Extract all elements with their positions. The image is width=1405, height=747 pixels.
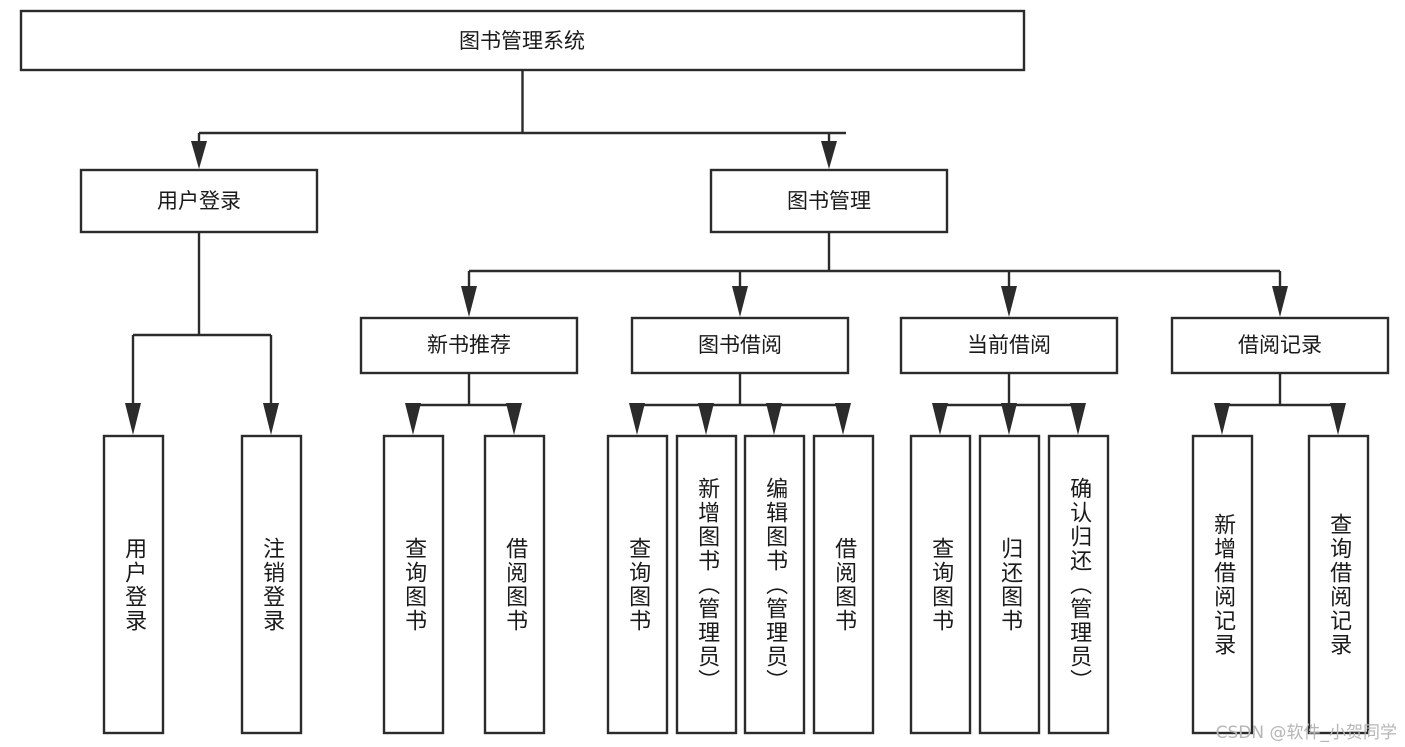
connector-group-book-management: [461, 232, 1288, 317]
connector-group-borrow-record: [1214, 373, 1346, 435]
arrow-head-leaf-user-login: [125, 403, 141, 435]
arrow-head-user-login: [191, 141, 207, 169]
node-leaf-return-book-rect[interactable]: [978, 434, 1041, 735]
node-leaf-borrow-book-1-rect[interactable]: [483, 434, 546, 735]
arrow-head-leaf-borrow-book-2: [835, 403, 851, 435]
node-new-book-recommend-rect[interactable]: [359, 316, 579, 375]
arrow-head-leaf-logout: [263, 403, 279, 435]
node-new-book-recommend[interactable]: 新书推荐: [359, 316, 579, 375]
node-book-management-rect[interactable]: [709, 168, 949, 234]
arrow-head-leaf-add-book: [698, 403, 714, 435]
arrow-head-current-borrow: [1001, 286, 1017, 317]
node-book-borrow-label: 图书借阅: [698, 333, 782, 357]
node-leaf-confirm-return-rect[interactable]: [1047, 434, 1110, 735]
connector-group-root: [191, 70, 846, 169]
node-new-book-recommend-label: 新书推荐: [427, 333, 511, 357]
arrow-head-new-book-recommend: [461, 286, 477, 317]
node-book-borrow[interactable]: 图书借阅: [630, 316, 850, 375]
node-current-borrow[interactable]: 当前借阅: [899, 316, 1119, 375]
node-book-management-label: 图书管理: [787, 189, 871, 213]
node-leaf-borrow-book-2-rect[interactable]: [812, 434, 875, 735]
arrow-head-leaf-query-book-2: [629, 403, 645, 435]
node-leaf-logout-rect[interactable]: [240, 434, 303, 735]
node-book-management[interactable]: 图书管理: [709, 168, 949, 234]
node-current-borrow-rect[interactable]: [899, 316, 1119, 375]
connector-group-new-book-recommend: [405, 373, 522, 435]
node-root[interactable]: 图书管理系统: [19, 9, 1026, 72]
arrow-head-borrow-record: [1272, 286, 1288, 317]
arrow-head-leaf-confirm-return: [1070, 403, 1086, 435]
node-user-login[interactable]: 用户登录: [79, 168, 319, 234]
node-leaf-query-book-1-rect[interactable]: [382, 434, 445, 735]
node-root-label: 图书管理系统: [459, 29, 585, 53]
node-leaf-query-book-2-rect[interactable]: [606, 434, 669, 735]
node-leaf-query-record-rect[interactable]: [1307, 434, 1370, 735]
node-user-login-label: 用户登录: [157, 189, 241, 213]
node-user-login-rect[interactable]: [79, 168, 319, 234]
node-borrow-record-rect[interactable]: [1170, 316, 1390, 375]
node-leaf-query-book-3-rect[interactable]: [909, 434, 972, 735]
arrow-head-leaf-query-record: [1330, 403, 1346, 435]
arrow-head-book-management: [821, 141, 837, 169]
node-book-borrow-rect[interactable]: [630, 316, 850, 375]
connector-group-user-login: [125, 232, 279, 435]
node-current-borrow-label: 当前借阅: [967, 333, 1051, 357]
node-borrow-record[interactable]: 借阅记录: [1170, 316, 1390, 375]
arrow-head-leaf-query-book-3: [932, 403, 948, 435]
arrow-head-leaf-borrow-book-1: [506, 403, 522, 435]
node-leaf-user-login-rect[interactable]: [102, 434, 165, 735]
arrow-head-leaf-query-book-1: [405, 403, 421, 435]
arrow-head-leaf-edit-book: [766, 403, 782, 435]
arrow-head-book-borrow: [732, 286, 748, 317]
connector-group-current-borrow: [932, 373, 1086, 435]
connector-group-book-borrow: [629, 373, 851, 435]
node-borrow-record-label: 借阅记录: [1238, 333, 1322, 357]
arrow-head-leaf-return-book: [1001, 403, 1017, 435]
node-leaf-add-record-rect[interactable]: [1191, 434, 1254, 735]
node-leaf-add-book-rect[interactable]: [675, 434, 738, 735]
arrow-head-leaf-add-record: [1214, 403, 1230, 435]
node-root-rect[interactable]: [19, 9, 1026, 72]
node-leaf-edit-book-rect[interactable]: [743, 434, 806, 735]
